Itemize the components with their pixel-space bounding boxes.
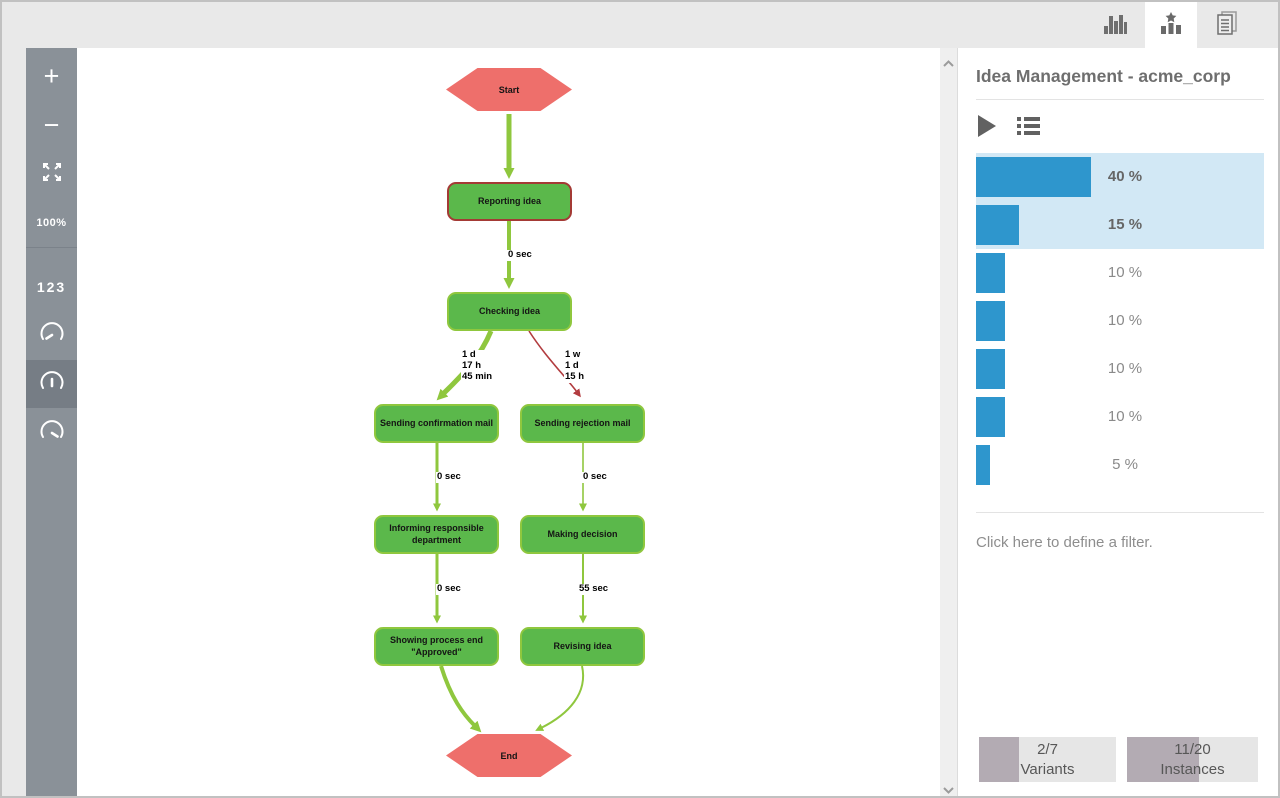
panel-title: Idea Management - acme_corp [976,66,1231,86]
performance-min-button[interactable] [26,311,77,359]
variant-bar [976,445,991,485]
stats-row: 2/7 Variants 11/20 Instances [979,737,1258,782]
variant-list: 40 % 15 % 10 % 10 % 10 % 10 % 5 % [976,153,1264,489]
instances-stat-box[interactable]: 11/20 Instances [1127,737,1258,782]
instances-count: 11/20 [1174,741,1211,758]
filter-hint-link[interactable]: Click here to define a filter. [976,534,1153,551]
instances-label: Instances [1160,761,1225,778]
edge-label: 55 sec [578,583,610,595]
star-chart-icon [1157,9,1185,42]
variant-percent: 10 % [1107,360,1143,377]
scroll-down-icon[interactable] [942,782,955,794]
node-showing-process-end-approved[interactable]: Showing process end "Approved" [374,627,499,666]
zoom-level-indicator: 100% [36,217,67,229]
canvas-scrollbar[interactable] [940,48,957,796]
play-animation-button[interactable] [976,114,998,143]
variant-percent: 10 % [1107,408,1143,425]
variants-count: 2/7 [1037,741,1058,758]
edge-label: 0 sec [582,471,608,483]
edge-label: 0 sec [436,583,462,595]
variant-list-button[interactable] [1016,115,1041,142]
variants-stat-fill [979,737,1019,782]
panel-divider [976,99,1264,100]
variant-row[interactable]: 10 % [976,249,1264,297]
bar-chart-icon [1101,9,1129,42]
gauge-max-icon [38,419,66,447]
variant-percent: 40 % [1107,168,1143,185]
zoom-out-button[interactable]: − [43,109,60,140]
node-sending-confirmation-mail[interactable]: Sending confirmation mail [374,404,499,443]
variant-bar [976,205,1020,245]
tab-log[interactable] [1197,2,1257,48]
variant-row[interactable]: 15 % [976,201,1264,249]
variant-row[interactable]: 40 % [976,153,1264,201]
process-diagram-canvas[interactable]: Start Reporting idea Checking idea Sendi… [77,48,940,796]
edge-label: 0 sec [507,249,533,261]
variants-label: Variants [1020,761,1075,778]
play-icon [976,114,998,143]
toolbar-divider [26,247,77,248]
edge-label: 1 d 17 h 45 min [461,349,494,383]
instances-stat-fill [1127,737,1200,782]
variant-row[interactable]: 10 % [976,345,1264,393]
diagram-toolbar: + − 100% 123 [26,48,77,796]
variant-row[interactable]: 10 % [976,393,1264,441]
document-icon [1213,9,1241,42]
performance-max-button[interactable] [26,409,77,457]
edge-label: 1 w 1 d 15 h [564,349,586,383]
variant-bar [976,301,1005,341]
variant-percent: 10 % [1107,264,1143,281]
variant-bar [976,253,1005,293]
variant-percent: 5 % [1112,456,1138,473]
list-icon [1016,115,1041,142]
variant-bar [976,349,1005,389]
variant-percent: 10 % [1107,312,1143,329]
scroll-up-icon[interactable] [942,56,955,67]
expand-icon [41,161,63,188]
node-reporting-idea[interactable]: Reporting idea [447,182,572,221]
node-making-decision[interactable]: Making decision [520,515,645,554]
variant-percent: 15 % [1107,216,1143,233]
top-tab-bar [2,2,1278,48]
zoom-in-button[interactable]: + [43,60,60,91]
gauge-min-icon [38,321,66,349]
node-checking-idea[interactable]: Checking idea [447,292,572,331]
variant-row[interactable]: 10 % [976,297,1264,345]
frequency-mode-button[interactable]: 123 [36,279,67,295]
node-end[interactable]: End [446,734,572,777]
node-revising-idea[interactable]: Revising idea [520,627,645,666]
edge-label: 0 sec [436,471,462,483]
analysis-panel: Idea Management - acme_corp [957,48,1278,796]
gauge-median-icon [38,370,66,398]
left-margin [2,48,26,796]
variant-bar [976,397,1005,437]
node-informing-responsible-department[interactable]: Informing responsible department [374,515,499,554]
performance-median-button[interactable] [26,360,77,408]
variant-row[interactable]: 5 % [976,441,1264,489]
tab-variants[interactable] [1145,2,1197,48]
filter-divider [976,512,1264,513]
variants-stat-box[interactable]: 2/7 Variants [979,737,1116,782]
process-edges [433,114,587,733]
tab-statistics[interactable] [1085,2,1145,48]
fit-to-screen-button[interactable] [26,150,77,198]
node-sending-rejection-mail[interactable]: Sending rejection mail [520,404,645,443]
variant-bar [976,157,1091,197]
view-tabs [1085,2,1257,48]
